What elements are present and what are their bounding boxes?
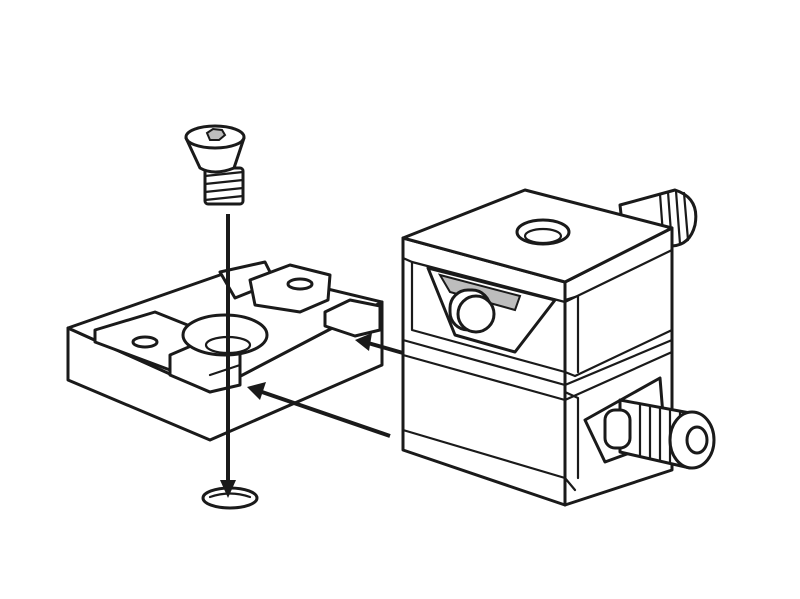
arrow-left-icon xyxy=(247,382,391,438)
arrow-down-icon xyxy=(220,214,236,498)
countersunk-screw xyxy=(184,124,246,206)
clamp-block xyxy=(401,188,716,507)
side-knob xyxy=(603,398,716,470)
mounting-plate xyxy=(66,260,384,442)
